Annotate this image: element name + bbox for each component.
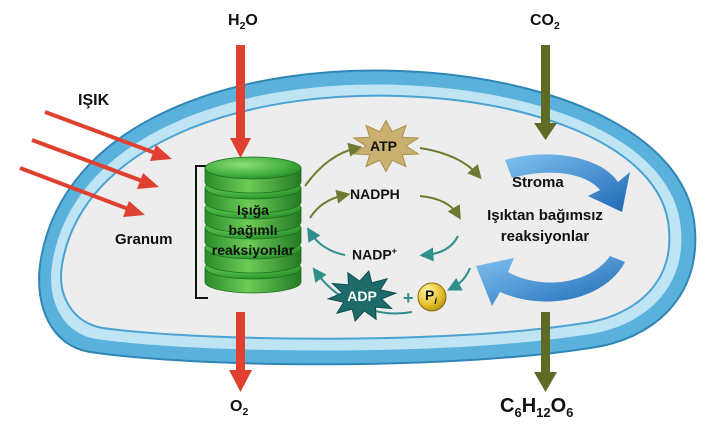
granum-line-2: bağımlı xyxy=(228,222,278,238)
thylakoid-disc xyxy=(204,156,302,194)
light-dependent-reactions-label: Işığa bağımlı reaksiyonlar xyxy=(190,200,316,260)
phosphate-label: Pi xyxy=(425,287,437,306)
co2-label: CO2 xyxy=(530,12,560,33)
granum-line-1: Işığa xyxy=(237,202,269,218)
calvin-cycle-arrows xyxy=(476,154,630,306)
stroma-label: Stroma xyxy=(512,174,564,191)
co2-arrow xyxy=(534,45,557,140)
granum-label: Granum xyxy=(115,231,173,248)
oxygen-label: O2 xyxy=(230,398,249,419)
adp-label: ADP xyxy=(347,288,377,304)
light-label: IŞIK xyxy=(78,92,110,109)
oxygen-arrow xyxy=(229,312,252,392)
glucose-arrow xyxy=(534,312,557,392)
atp-label: ATP xyxy=(370,138,397,154)
light-independent-reactions-label: Işıktan bağımsız reaksiyonlar xyxy=(470,205,620,247)
water-arrow xyxy=(230,45,251,158)
atp-star xyxy=(352,119,420,173)
phosphate-sphere xyxy=(417,282,447,312)
stroma-line-2: reaksiyonlar xyxy=(500,228,590,245)
adp-star xyxy=(326,269,398,323)
stroma-line-1: Işıktan bağımsız xyxy=(487,207,603,224)
nadph-label: NADPH xyxy=(350,186,400,202)
granum-stack xyxy=(204,156,302,294)
nadp-label: NADP+ xyxy=(352,246,397,263)
granum-line-3: reaksiyonlar xyxy=(211,242,295,258)
water-label: H2O xyxy=(228,12,258,33)
granum-bracket xyxy=(195,165,208,299)
light-arrows xyxy=(19,110,172,217)
plus-sign: + xyxy=(403,288,414,308)
glucose-label: C6H12O6 xyxy=(500,395,574,420)
